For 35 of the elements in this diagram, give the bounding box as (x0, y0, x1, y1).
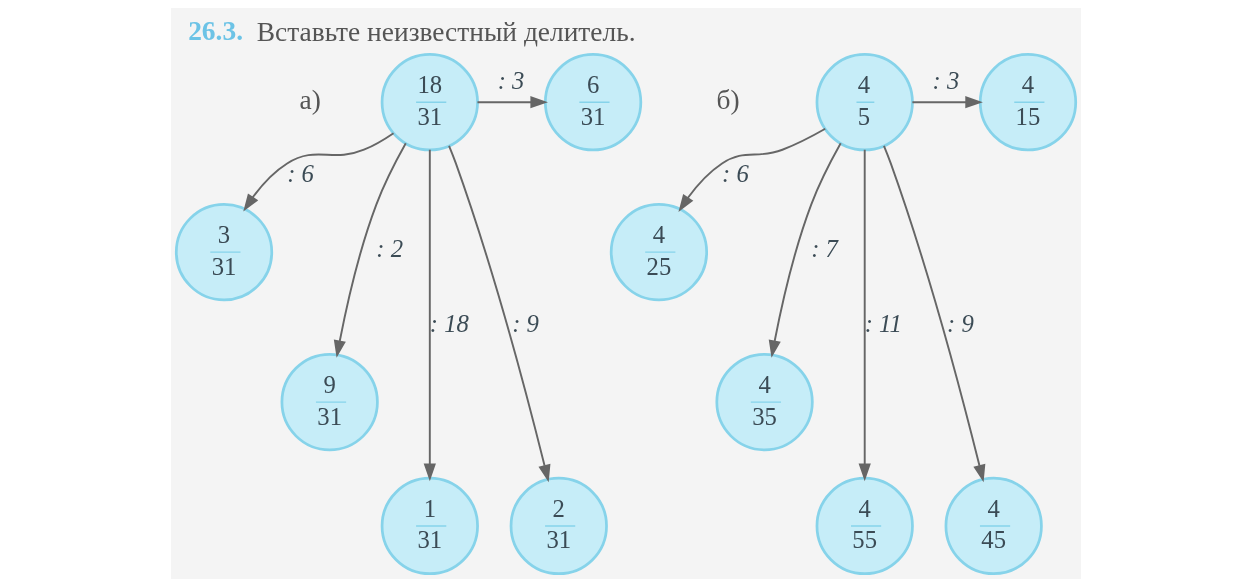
arrow (333, 142, 407, 358)
diagram-title: 26.3. Вставьте неизвестный делитель. (188, 15, 636, 47)
arrow (768, 142, 842, 358)
node-circle: 4 5 (815, 53, 914, 152)
edge-label: : 6 (722, 159, 749, 187)
arrow (476, 96, 548, 109)
node-circle: 6 31 (543, 53, 643, 152)
arrow (423, 148, 436, 482)
node-circle: 4 45 (944, 476, 1043, 576)
node-circle: 4 55 (815, 476, 914, 576)
edge-label: : 7 (811, 234, 838, 262)
arrow (448, 144, 551, 483)
node-circle: 9 31 (280, 353, 379, 452)
arrow (883, 144, 986, 483)
edge-label: : 2 (376, 234, 404, 262)
node-circle: 2 31 (509, 476, 608, 576)
node-circle: 4 15 (978, 53, 1078, 152)
label: б) (716, 85, 740, 116)
edge-label: : 3 (932, 67, 960, 95)
node-circle: 4 25 (609, 203, 709, 302)
arrow (911, 96, 983, 109)
arrow (243, 132, 395, 212)
edge-label: : 18 (429, 309, 469, 337)
edge-label: : 11 (864, 309, 902, 337)
arrow (678, 127, 827, 212)
arrow (858, 148, 871, 482)
node-circle: 3 31 (174, 203, 274, 302)
label: а) (299, 85, 321, 116)
node-circle: 18 31 (380, 53, 479, 152)
edge-label: : 3 (497, 67, 525, 95)
edge-label: : 6 (287, 159, 314, 187)
edge-label: : 9 (947, 309, 974, 337)
node-circle: 4 35 (715, 353, 814, 452)
node-circle: 1 31 (380, 476, 479, 576)
edge-label: : 9 (512, 309, 539, 337)
